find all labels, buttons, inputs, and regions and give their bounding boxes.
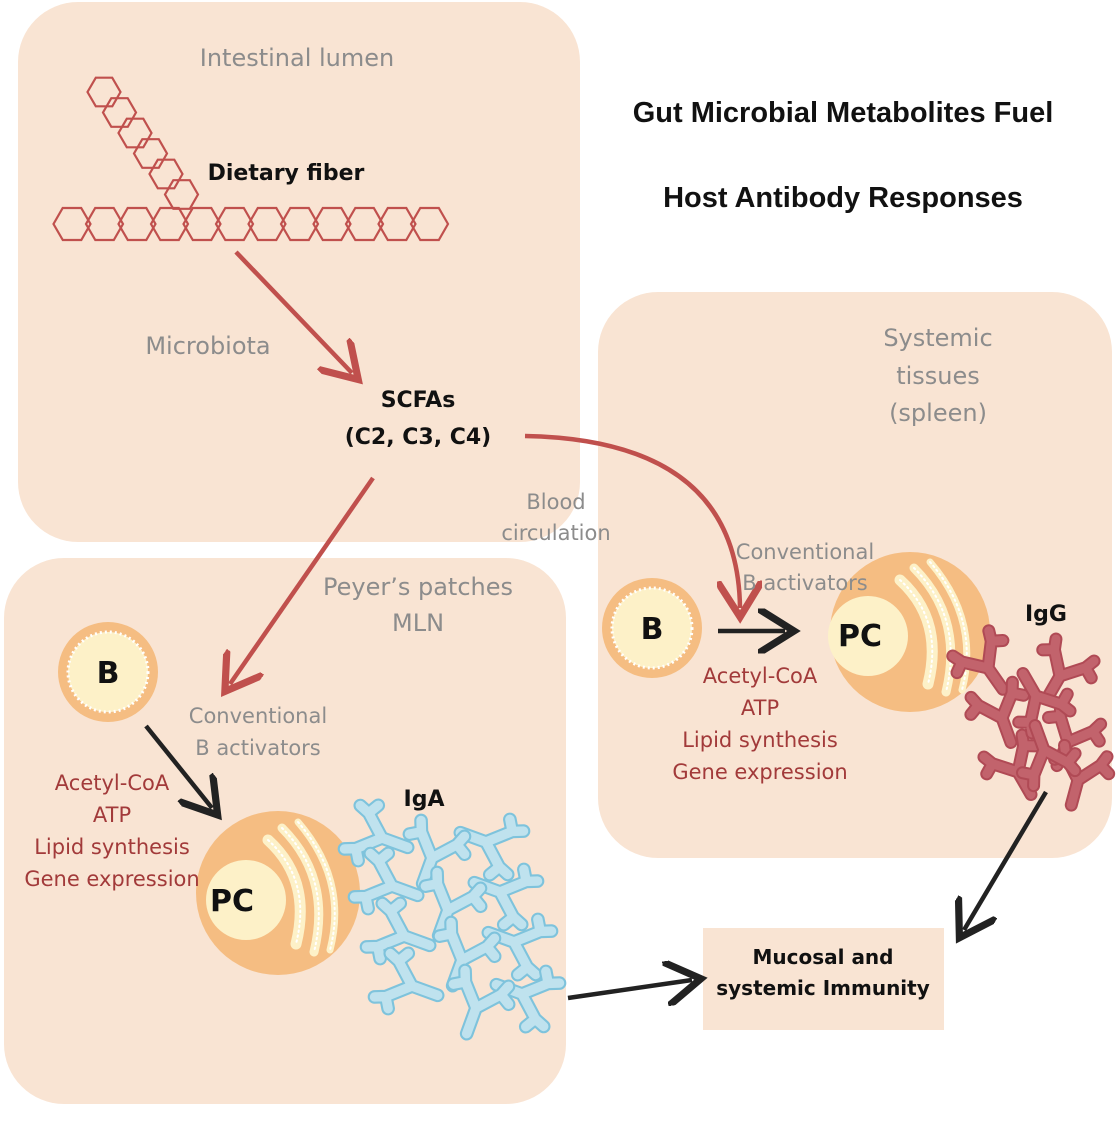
immunity-box (703, 928, 944, 1030)
fiber-hexagon (312, 206, 352, 242)
fiber-hexagon (279, 206, 320, 242)
b-cell-peyers: B (58, 622, 158, 722)
systemic-activators-line-2: B activators (742, 571, 868, 595)
fiber-hexagon (101, 97, 138, 128)
systemic-metabolic-gene-expression: Gene expression (672, 760, 847, 784)
iga-label: IgA (404, 787, 445, 812)
iga-molecule (446, 963, 516, 1041)
igg-molecule (977, 728, 1042, 802)
fiber-hexagon (344, 206, 385, 242)
peyers-label-line-2: MLN (392, 609, 444, 637)
dietary-fiber-label: Dietary fiber (208, 161, 365, 186)
peyers-label-line-1: Peyer’s patches (323, 573, 513, 601)
fiber-hexagon (214, 206, 255, 242)
fiber-hexagon (117, 117, 153, 149)
systemic-label-line-2: tissues (896, 362, 980, 390)
systemic-label-line-1: Systemic (883, 324, 992, 352)
arrow-scfas-to-systemic (524, 433, 740, 608)
arrow-iga-to-immunity (567, 980, 692, 998)
peyers-metabolic-gene-expression: Gene expression (24, 867, 199, 891)
systemic-activators-line-1: Conventional (736, 540, 874, 564)
plasma-cell-peyers-label: PC (210, 884, 254, 919)
systemic-metabolic-acetyl-coa: Acetyl-CoA (703, 664, 818, 688)
intestinal-lumen-label: Intestinal lumen (200, 44, 395, 72)
fiber-hexagon (163, 179, 200, 210)
plasma-cell-systemic: PC (828, 552, 990, 712)
iga-molecule (367, 946, 445, 1016)
arrow-scfas-to-peyers (230, 476, 375, 684)
arrow-fiber-to-scfas (234, 250, 352, 373)
fiber-hexagon (148, 158, 184, 190)
blood-circulation-line-2: circulation (501, 521, 610, 545)
igg-molecule (964, 675, 1031, 749)
systemic-metabolic-atp: ATP (741, 696, 779, 720)
fiber-hexagon (52, 206, 92, 242)
peyers-metabolic-acetyl-coa: Acetyl-CoA (55, 771, 170, 795)
blood-circulation-line-1: Blood (526, 490, 585, 514)
fiber-hexagon (377, 206, 417, 242)
b-cell-systemic: B (602, 578, 702, 678)
systemic-metabolic-lipid-synthesis: Lipid synthesis (682, 728, 838, 752)
peyers-metabolic-lipid-synthesis: Lipid synthesis (34, 835, 190, 859)
iga-molecule (453, 812, 531, 882)
fiber-hexagon (182, 206, 222, 242)
title-line-1: Gut Microbial Metabolites Fuel (633, 97, 1054, 129)
fiber-hexagon (132, 138, 169, 169)
iga-molecule (402, 813, 472, 891)
b-cell-systemic-label: B (641, 612, 664, 647)
iga-molecule (337, 798, 415, 868)
arrow-b-to-pc-peyers (144, 724, 212, 808)
igg-molecule (1036, 632, 1101, 706)
plasma-cell-peyers: PC (196, 811, 360, 975)
peyers-activators-line-1: Conventional (189, 704, 327, 728)
igg-molecule (1015, 719, 1082, 793)
intestinal-lumen-panel (18, 2, 580, 542)
iga-molecule (432, 915, 502, 993)
title-line-2: Host Antibody Responses (663, 182, 1023, 214)
peyers-activators-line-2: B activators (195, 736, 321, 760)
iga-molecule (359, 896, 437, 966)
peyers-metabolic-atp: ATP (93, 803, 131, 827)
fiber-hexagon (86, 76, 122, 108)
b-cell-peyers-label: B (97, 656, 120, 691)
iga-molecule (418, 865, 488, 943)
fiber-hexagon (117, 206, 157, 242)
systemic-label-line-3: (spleen) (889, 399, 987, 427)
arrow-igg-to-immunity (964, 790, 1048, 930)
igg-molecule (1012, 666, 1077, 740)
scfas-label: SCFAs (381, 388, 456, 413)
scfas-types-label: (C2, C3, C4) (345, 425, 492, 450)
iga-antibodies (337, 798, 567, 1041)
immunity-line-2: systemic Immunity (716, 976, 930, 1000)
igg-antibodies (946, 624, 1116, 812)
plasma-cell-systemic-label: PC (838, 619, 882, 654)
fiber-hexagon (247, 206, 287, 242)
igg-molecule (946, 624, 1010, 696)
fiber-hexagon (84, 206, 125, 242)
dietary-fiber-chain-branch (86, 76, 200, 210)
microbiota-label: Microbiota (145, 332, 270, 360)
igg-label: IgG (1025, 602, 1067, 627)
iga-molecule (347, 846, 425, 916)
fiber-hexagon (409, 206, 450, 242)
immunity-line-1: Mucosal and (752, 945, 893, 969)
